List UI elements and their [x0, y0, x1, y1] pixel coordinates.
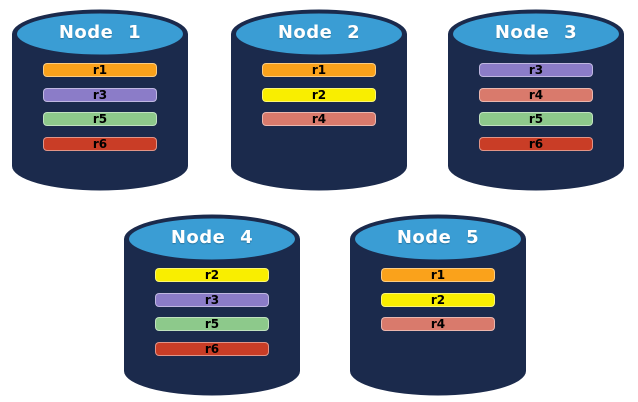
replica-label: r6	[92, 136, 108, 151]
node-4-title: Node 4	[170, 227, 254, 248]
replica-label: r1	[92, 63, 108, 77]
replica-label: r5	[92, 112, 108, 126]
replica-label: r3	[92, 87, 108, 102]
node-4-cylinder: Node 4 r2 r3 r5 r6	[123, 214, 301, 396]
node-3-cylinder: Node 3 r3 r4 r5 r6	[447, 9, 625, 191]
replica-label: r3	[204, 292, 220, 307]
replica-bar: r6	[479, 136, 593, 151]
replica-bar: r1	[43, 63, 157, 77]
replica-bar: r3	[479, 63, 593, 77]
node-4-replicas: r2 r3 r5 r6	[123, 268, 301, 356]
node-2-cylinder: Node 2 r1 r2 r4	[230, 9, 408, 191]
replica-label: r5	[204, 317, 220, 331]
replica-bar: r6	[155, 341, 269, 356]
replica-bar: r2	[262, 87, 376, 102]
node-5-cylinder: Node 5 r1 r2 r4	[349, 214, 527, 396]
node-5-title: Node 5	[396, 227, 480, 248]
node-2-title: Node 2	[277, 22, 361, 43]
replica-bar: r4	[262, 112, 376, 126]
replica-bar: r3	[155, 292, 269, 307]
replica-bar: r4	[381, 317, 495, 331]
replica-label: r6	[528, 136, 544, 151]
replica-bar: r2	[381, 292, 495, 307]
replica-label: r4	[430, 317, 446, 331]
replica-label: r4	[528, 87, 544, 102]
replica-bar: r5	[43, 112, 157, 126]
replica-label: r2	[311, 87, 327, 102]
replica-bar: r6	[43, 136, 157, 151]
replica-label: r5	[528, 112, 544, 126]
node-1-replicas: r1 r3 r5 r6	[11, 63, 189, 151]
replica-bar: r3	[43, 87, 157, 102]
replica-label: r3	[528, 63, 544, 77]
replica-bar: r5	[479, 112, 593, 126]
node-1-cylinder: Node 1 r1 r3 r5 r6	[11, 9, 189, 191]
replica-label: r2	[430, 292, 446, 307]
replica-bar: r5	[155, 317, 269, 331]
replica-label: r4	[311, 112, 327, 126]
replica-bar: r1	[381, 268, 495, 282]
replica-label: r1	[311, 63, 327, 77]
replica-bar: r2	[155, 268, 269, 282]
node-2-replicas: r1 r2 r4	[230, 63, 408, 126]
node-3-replicas: r3 r4 r5 r6	[447, 63, 625, 151]
replica-label: r6	[204, 341, 220, 356]
node-5-replicas: r1 r2 r4	[349, 268, 527, 331]
replica-bar: r1	[262, 63, 376, 77]
replica-bar: r4	[479, 87, 593, 102]
replica-label: r2	[204, 268, 220, 282]
node-3-title: Node 3	[494, 22, 578, 43]
replica-label: r1	[430, 268, 446, 282]
node-1-title: Node 1	[58, 22, 142, 43]
